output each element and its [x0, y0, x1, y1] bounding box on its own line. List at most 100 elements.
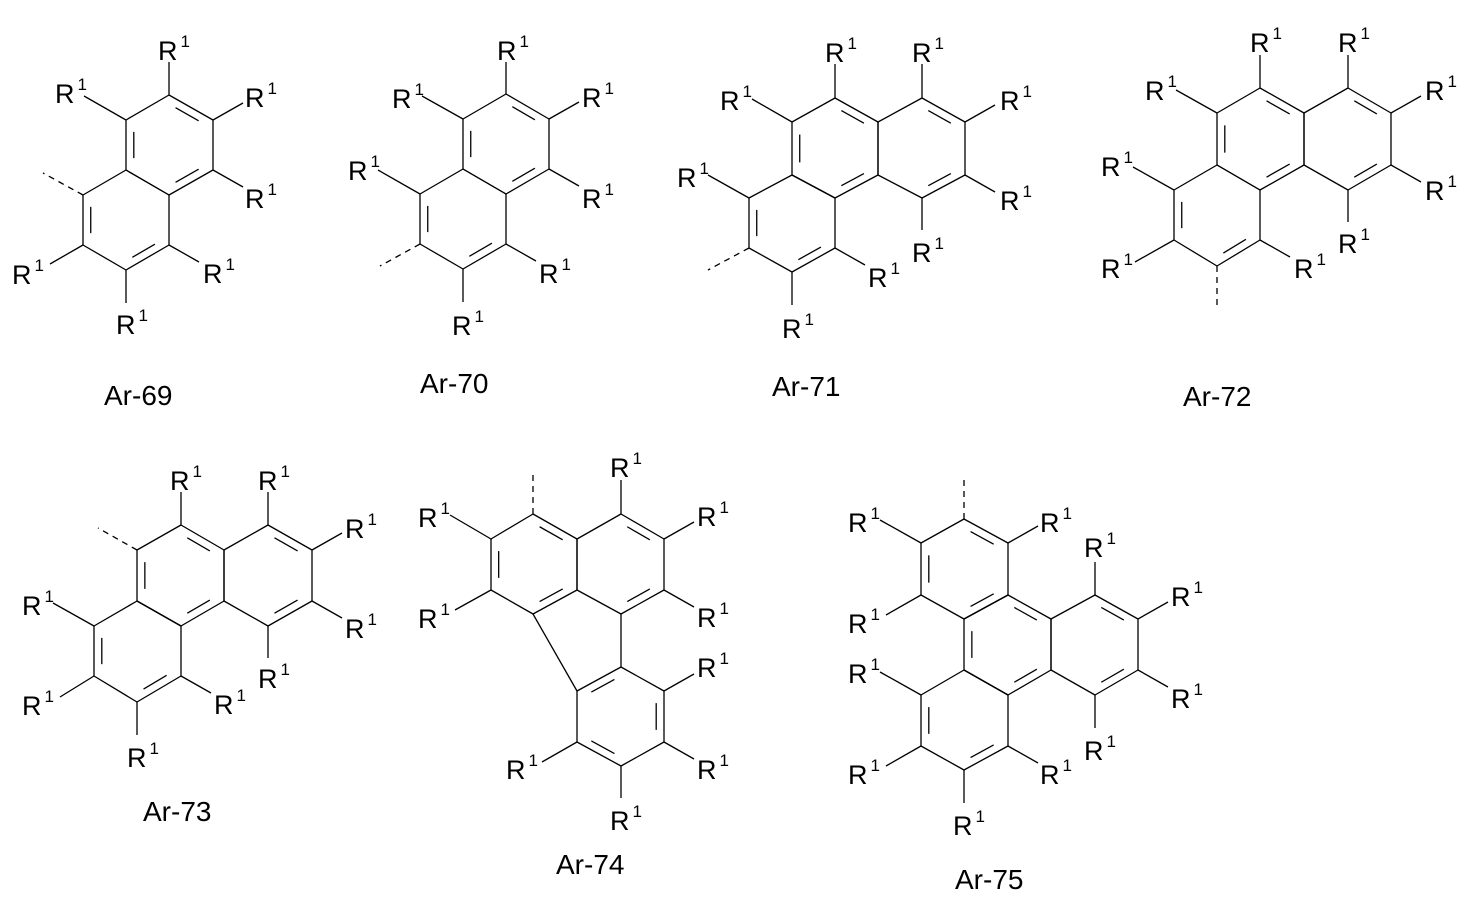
substituent-bond — [377, 169, 421, 195]
ring-bond — [920, 745, 965, 771]
ring-bond — [1216, 164, 1261, 191]
double-bond-inner-line — [186, 537, 211, 552]
attachment-point-dashed-bond — [97, 527, 138, 551]
ring-bond — [490, 589, 534, 615]
ring-bond — [920, 594, 965, 620]
ring-bond — [834, 97, 879, 123]
ring-bond — [1259, 164, 1305, 191]
substituent-bond — [52, 602, 95, 627]
ring-bond — [877, 174, 923, 199]
ring-bond — [93, 600, 138, 627]
ring-bond — [125, 94, 170, 121]
substituent-bond — [454, 589, 492, 611]
double-bond-inner-line — [591, 678, 615, 693]
ring-bond — [1094, 669, 1139, 696]
ring-bond — [168, 94, 214, 121]
double-bond-inner-line — [841, 110, 865, 124]
double-bond-inner-line — [927, 173, 952, 187]
double-bond-inner-line — [1013, 606, 1038, 621]
substituent-bond — [212, 102, 244, 121]
double-bond-inner-line — [143, 674, 167, 690]
substituent-bond — [751, 98, 793, 123]
ring-bond — [462, 93, 507, 120]
ring-bond — [748, 174, 793, 199]
ring-bond — [620, 741, 665, 767]
ring-bond — [532, 513, 578, 540]
ring-bond — [125, 169, 170, 196]
substituent-bond — [449, 514, 492, 540]
substituent-bond — [548, 168, 580, 187]
double-bond-inner-line — [274, 537, 298, 552]
ring-bond — [267, 524, 313, 551]
ring-bond — [136, 675, 182, 703]
substituent-bond — [1132, 166, 1175, 191]
ring-bond — [920, 518, 965, 544]
double-bond-inner-line — [469, 242, 493, 257]
substituent-bond — [180, 675, 212, 694]
double-bond-inner-line — [175, 168, 199, 183]
substituent-bond — [879, 519, 922, 544]
ring-bond — [462, 243, 507, 270]
double-bond-inner-line — [626, 588, 651, 603]
substituent-bond — [168, 244, 200, 263]
ring-bond — [620, 589, 665, 615]
ring-bond — [576, 741, 622, 767]
ring-bond — [1347, 87, 1392, 114]
ring-bond — [1216, 87, 1261, 114]
substituent-bond — [1134, 239, 1175, 263]
substituent-bond — [1137, 601, 1169, 620]
ring-bond — [1347, 164, 1392, 191]
ring-bond — [82, 169, 127, 196]
ring-bond — [1007, 669, 1052, 696]
ring-bond — [576, 666, 622, 692]
substituent-bond — [311, 532, 343, 551]
double-bond-inner-line — [186, 599, 211, 614]
ring-bond — [1050, 594, 1096, 620]
substituent-bond — [834, 247, 866, 266]
substituent-bond — [663, 589, 695, 608]
ring-bond — [963, 669, 1009, 696]
ring-bond — [180, 524, 225, 551]
double-bond-inner-line — [591, 740, 615, 755]
ring-bond — [834, 174, 879, 199]
double-bond-inner-line — [1266, 163, 1290, 178]
ring-bond — [920, 669, 965, 696]
double-bond-inner-line — [539, 526, 564, 541]
double-bond-inner-line — [626, 526, 651, 541]
ring-bond — [1303, 164, 1349, 191]
substituent-bond — [212, 169, 244, 188]
substituent-bond — [1007, 745, 1039, 764]
substituent-bond — [83, 95, 127, 121]
substituent-bond — [505, 243, 537, 262]
